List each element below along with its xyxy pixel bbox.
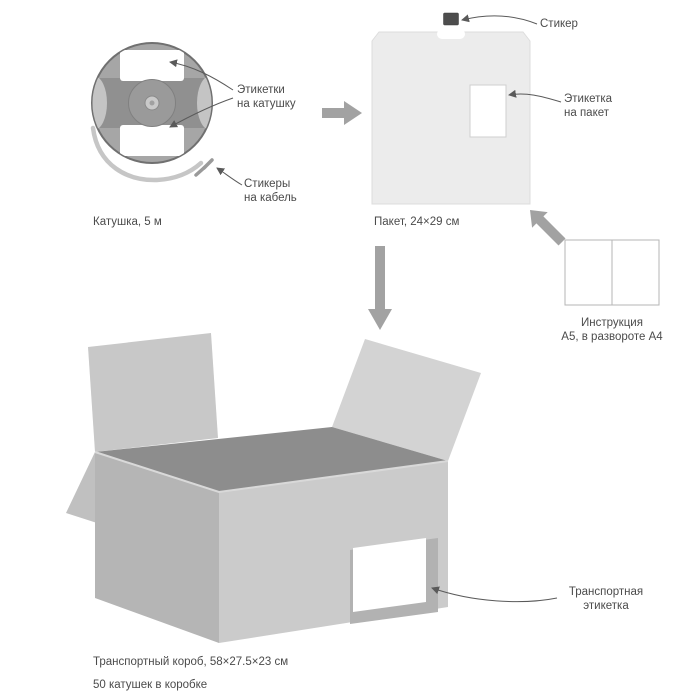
pointer-cable-stickers — [216, 167, 243, 186]
reel-illustration — [90, 42, 214, 183]
arrow-instruction-to-package-icon — [530, 210, 566, 246]
box-illustration — [66, 333, 481, 643]
box-front-left-face — [95, 452, 219, 643]
package-seal-shape — [437, 29, 465, 39]
package-label-shape — [469, 84, 507, 138]
cable-sticker-marks — [194, 158, 214, 177]
box-back-left-flap — [88, 333, 218, 452]
reel-bottom-label-shape — [120, 125, 184, 156]
arrow-package-to-box-icon — [368, 246, 392, 330]
pointer-sticker — [461, 14, 538, 25]
package-illustration — [371, 12, 531, 205]
box-back-right-flap — [332, 339, 481, 461]
sticker-shape — [443, 12, 459, 26]
pointer-reel-labels-bottom — [169, 97, 234, 128]
reel-labels-annotation: Этикетки на катушку — [237, 84, 296, 110]
box-caption-size: Транспортный короб, 58×27.5×23 см — [93, 656, 289, 668]
box-caption-quantity: 50 катушек в коробке — [93, 679, 208, 691]
pointer-package-label — [508, 89, 562, 103]
pointer-reel-labels-top — [169, 59, 234, 91]
package-caption: Пакет, 24×29 см — [374, 216, 460, 228]
instruction-sheet-illustration — [564, 239, 660, 306]
pointer-transport-label — [431, 586, 558, 603]
cable-illustration — [90, 125, 214, 183]
reel-top-label-shape — [120, 50, 184, 81]
sticker-annotation: Стикер — [540, 18, 578, 30]
arrow-reel-to-package-icon — [322, 101, 362, 125]
cable-stickers-annotation: Стикеры на кабель — [244, 178, 297, 204]
package-label-annotation: Этикетка на пакет — [564, 93, 613, 119]
instruction-caption: Инструкция А5, в развороте А4 — [561, 317, 663, 343]
box-interior — [95, 427, 448, 492]
transport-label-annotation: Транспортная этикетка — [568, 586, 644, 612]
reel-caption: Катушка, 5 м — [93, 216, 162, 228]
transport-label-shape — [353, 538, 426, 612]
